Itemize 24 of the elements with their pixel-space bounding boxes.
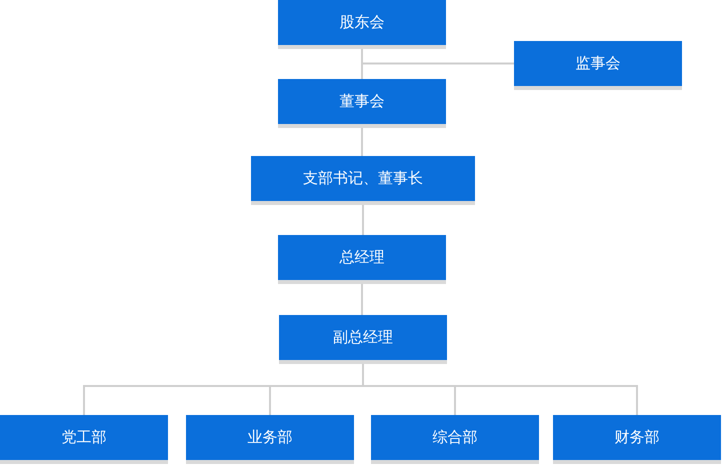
org-unit-box: [371, 415, 539, 464]
connector-line: [362, 205, 364, 235]
unit-name: 综合部: [432, 428, 478, 447]
org-unit-box: [0, 415, 168, 464]
unit-name: 董事会: [340, 92, 384, 111]
connector-line: [361, 284, 363, 315]
connector-line: [362, 364, 638, 415]
unit-name: 股东会: [340, 13, 384, 32]
unit-name: 支部书记、董事长: [303, 169, 423, 188]
org-unit-box: [278, 235, 446, 284]
unit-name: 业务部: [248, 428, 292, 447]
connector-line: [361, 128, 363, 156]
org-unit-box: [279, 315, 447, 364]
unit-name: 财务部: [614, 428, 660, 447]
org-unit-box: [251, 156, 475, 205]
unit-name: 党工部: [62, 428, 106, 447]
unit-name: 总经理: [340, 248, 384, 267]
unit-name: 监事会: [576, 54, 620, 73]
org-unit-box: [278, 0, 446, 49]
org-unit-box: [514, 41, 682, 90]
org-unit-box: [278, 79, 446, 128]
unit-name: 副总经理: [333, 328, 393, 347]
org-unit-box: [186, 415, 354, 464]
org-unit-box: [553, 415, 721, 464]
